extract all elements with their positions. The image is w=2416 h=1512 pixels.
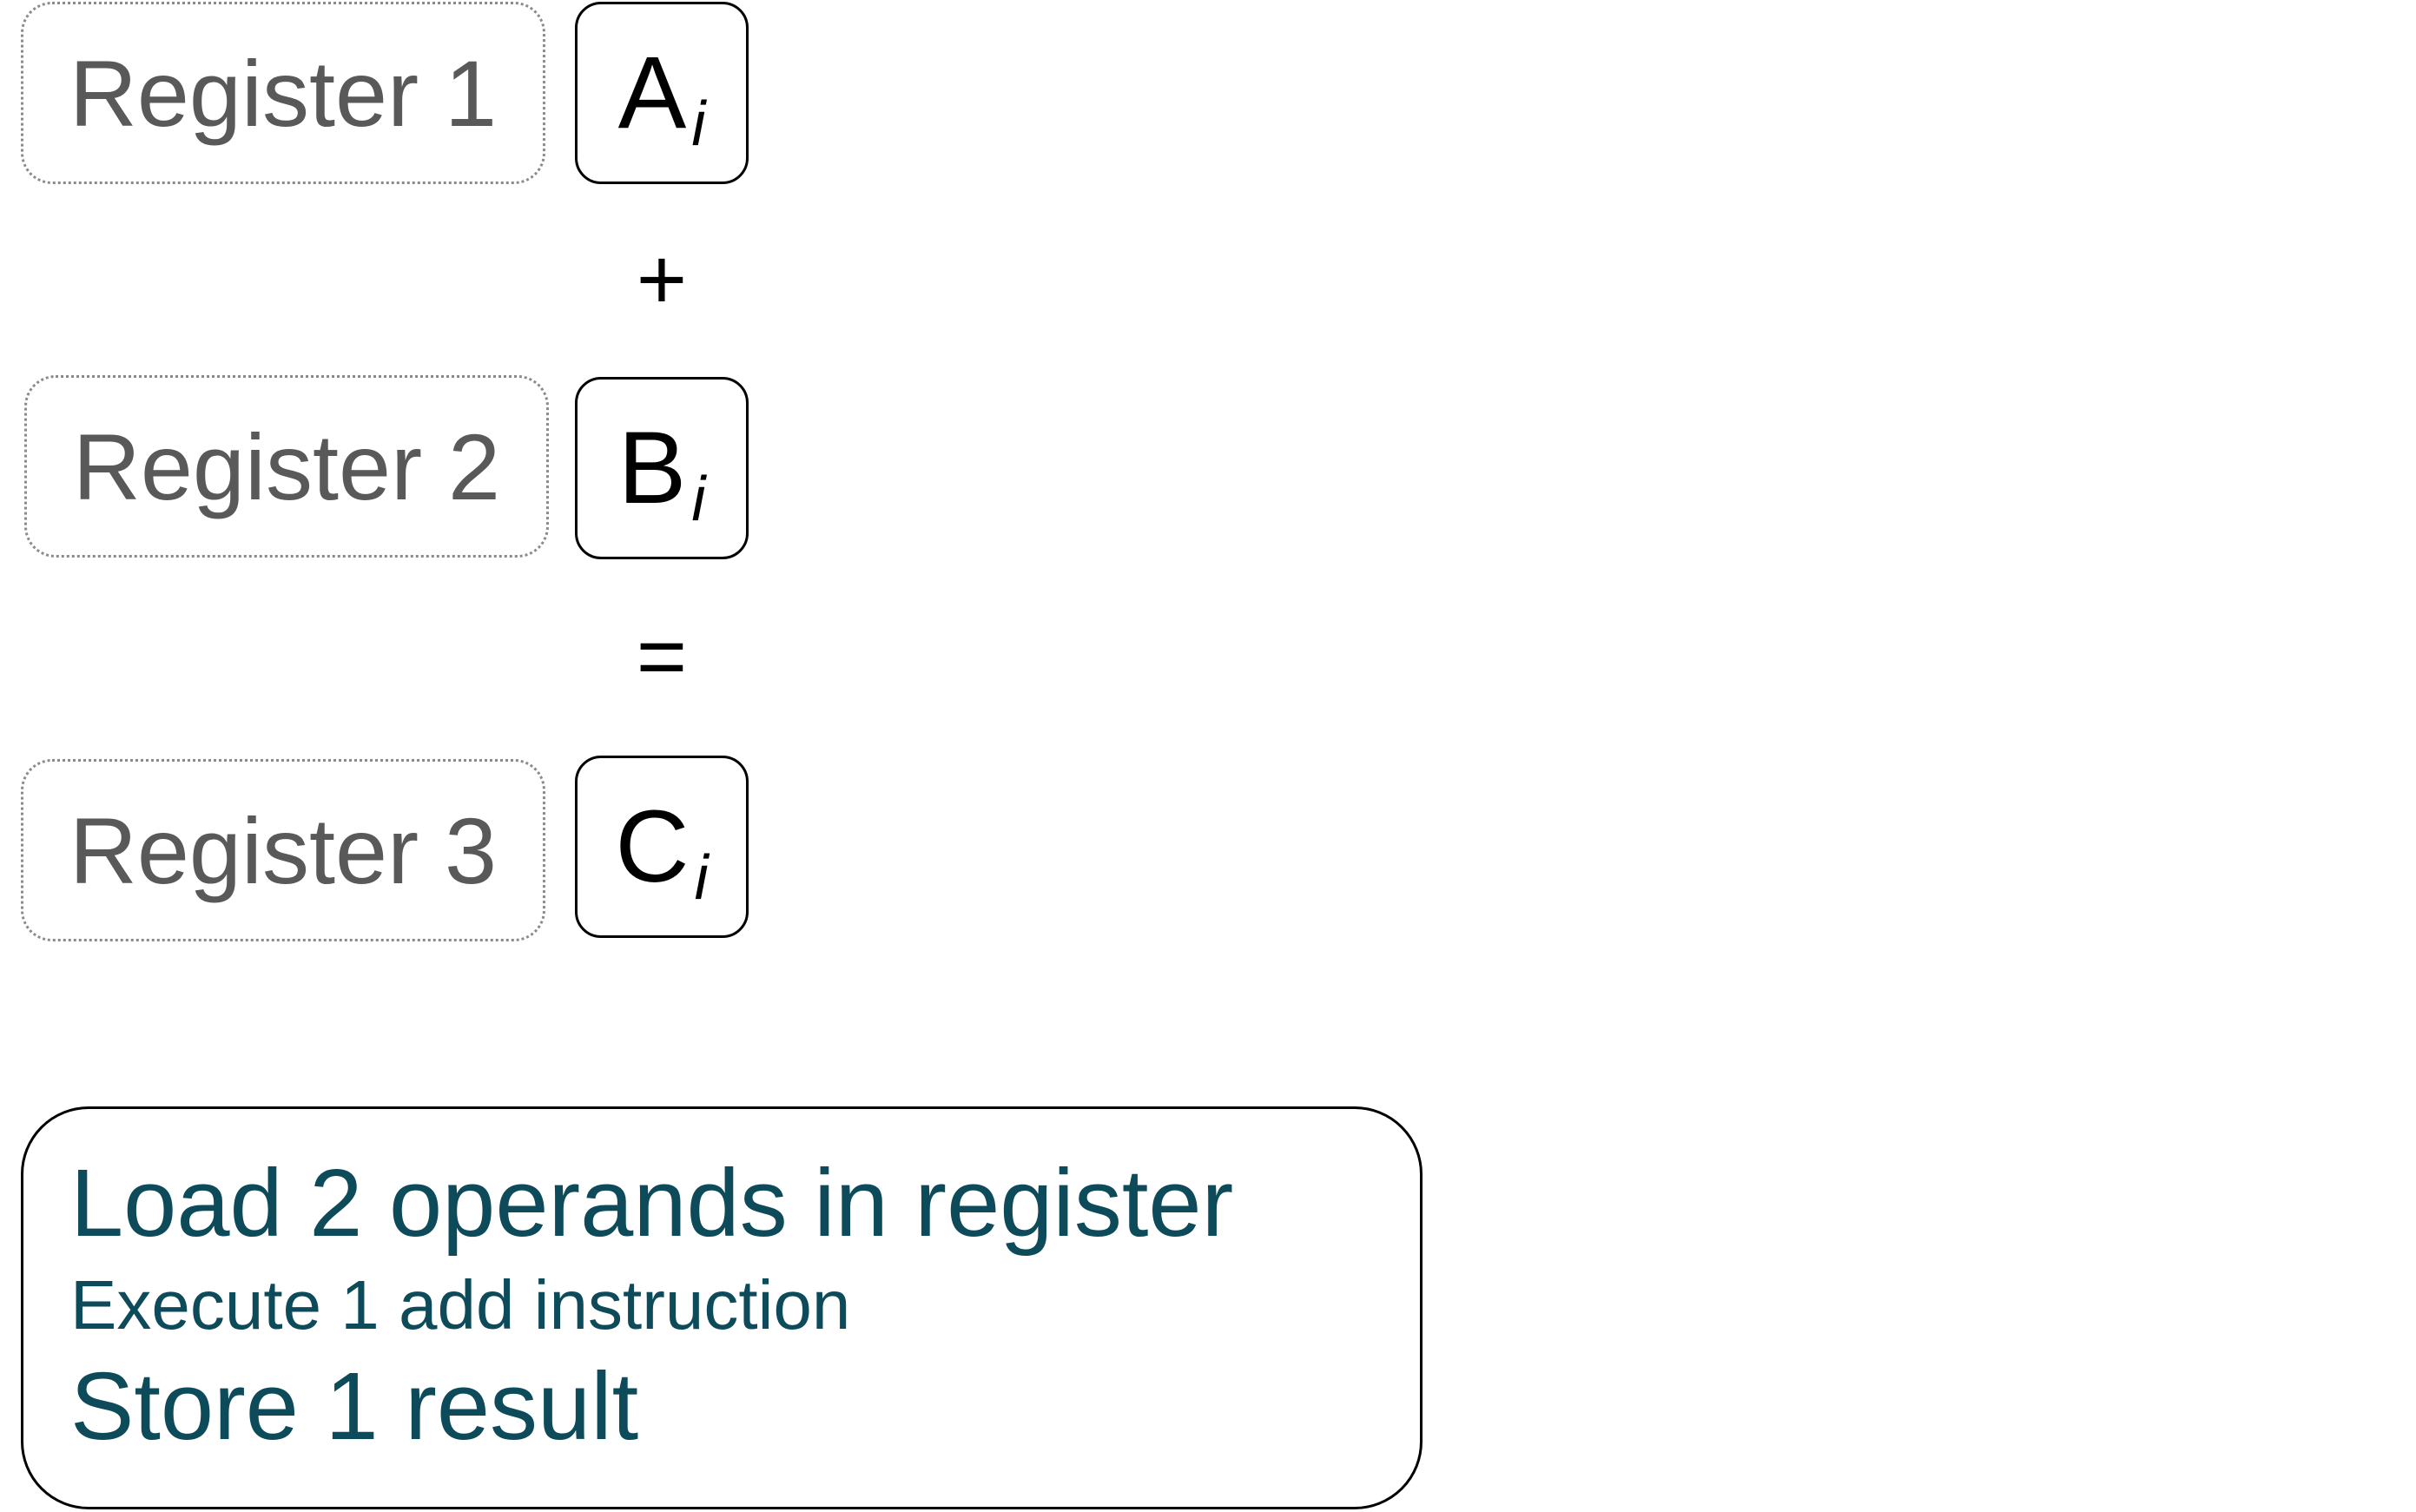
register-2-value: B: [617, 411, 687, 525]
summary-box: Load 2 operands in register Execute 1 ad…: [21, 1106, 1423, 1509]
equals-operator: =: [636, 608, 688, 705]
register-1-subscript: i: [691, 89, 706, 159]
register-1-value: A: [617, 36, 687, 150]
register-3-value: C: [615, 789, 690, 904]
summary-line-execute: Execute 1 add instruction: [70, 1266, 851, 1344]
summary-line-store: Store 1 result: [70, 1353, 639, 1460]
summary-line-load: Load 2 operands in register: [70, 1150, 1234, 1257]
register-3-label: Register 3: [21, 759, 545, 941]
register-2-subscript: i: [691, 465, 706, 534]
register-2-label: Register 2: [24, 375, 549, 558]
plus-operator: +: [636, 231, 688, 328]
register-3-subscript: i: [694, 843, 709, 913]
register-1-label: Register 1: [21, 2, 545, 184]
